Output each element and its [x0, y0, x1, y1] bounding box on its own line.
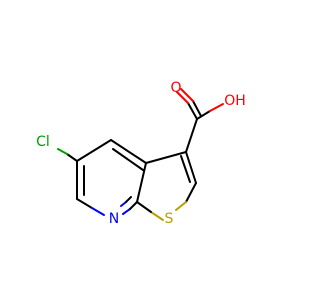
atom-cl-label: Cl: [36, 134, 50, 150]
structure-canvas: O OH Cl N S: [36, 80, 246, 227]
bond-ccooh-oh-b: [209, 103, 224, 112]
bond-n-c7a-inner-b: [125, 196, 132, 203]
bond-c5-cl-b: [57, 148, 68, 155]
bond-c3a-c4: [110, 139, 147, 164]
bond-c3-c2: [185, 151, 197, 184]
bond-c6-n-b: [91, 207, 105, 216]
bond-ccooh-o-single-b: [176, 91, 189, 104]
bond-ccooh-oh-a: [196, 110, 211, 120]
molecule-diagram: O OH Cl N S: [36, 80, 246, 227]
bond-ccooh-o-double-1a: [192, 100, 202, 117]
bond-ccooh-o-single-a: [187, 102, 198, 120]
bond-c3a-c4-inner: [112, 148, 144, 171]
bond-c3a-c3: [145, 151, 187, 164]
atom-n-label: N: [109, 211, 119, 227]
atom-o-carbonyl-label: O: [170, 80, 181, 96]
bond-c7a-c3a: [136, 162, 147, 203]
bond-s-c7a-a: [150, 211, 164, 221]
bond-n-c7a-b: [129, 201, 138, 210]
bond-n-c7a-a: [122, 208, 131, 215]
bond-c3-c2-inner: [180, 155, 191, 183]
bond-n-c7a-inner-a: [120, 201, 127, 207]
bond-s-c7a-b: [136, 201, 152, 213]
bond-c4-c5: [76, 139, 112, 162]
atom-s-label: S: [165, 211, 174, 227]
bond-c3-ccooh: [185, 118, 198, 153]
bond-ccooh-o-double-1b: [180, 88, 194, 102]
bond-c2-s-b: [175, 201, 187, 211]
bond-c2-s-a: [185, 182, 197, 203]
bond-c5-cl-a: [66, 153, 78, 162]
bond-c6-n-a: [76, 198, 93, 209]
atom-oh-label: OH: [224, 93, 246, 109]
